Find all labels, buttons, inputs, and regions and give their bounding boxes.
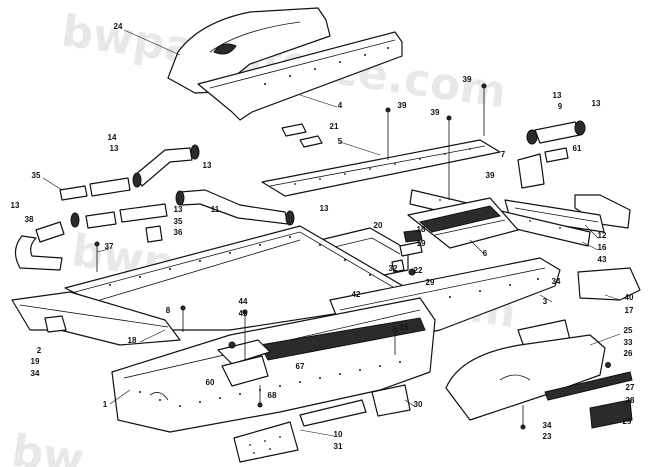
callout-40: 40 bbox=[625, 293, 634, 302]
callout-30: 30 bbox=[414, 400, 423, 409]
part-9-hose-right bbox=[526, 120, 586, 145]
callout-19: 19 bbox=[417, 239, 426, 248]
part-4-hood-rail bbox=[197, 31, 403, 121]
callout-24: 24 bbox=[114, 22, 123, 31]
part-11-hose bbox=[175, 189, 295, 226]
callout-22: 22 bbox=[414, 266, 423, 275]
callout-25: 25 bbox=[624, 326, 633, 335]
callout-42: 42 bbox=[352, 290, 361, 299]
part-14-hose bbox=[132, 144, 200, 188]
callout-28: 28 bbox=[626, 396, 635, 405]
callout-13: 13 bbox=[592, 99, 601, 108]
callout-3: 3 bbox=[543, 297, 548, 306]
callout-13: 13 bbox=[11, 201, 20, 210]
callout-39: 39 bbox=[431, 108, 440, 117]
callout-12: 12 bbox=[598, 231, 607, 240]
callout-29: 29 bbox=[426, 278, 435, 287]
callout-45: 45 bbox=[239, 309, 248, 318]
callout-18: 18 bbox=[128, 336, 137, 345]
callout-1: 1 bbox=[103, 400, 108, 409]
callout-39: 39 bbox=[398, 101, 407, 110]
callout-34: 34 bbox=[31, 369, 40, 378]
part-6-tray bbox=[407, 197, 519, 249]
callout-39: 39 bbox=[486, 171, 495, 180]
part-27-strip bbox=[544, 362, 633, 429]
callout-5: 5 bbox=[338, 137, 343, 146]
part-21-pads bbox=[281, 123, 323, 148]
part-7-bracket bbox=[517, 153, 545, 189]
callout-10: 10 bbox=[334, 430, 343, 439]
callout-16: 16 bbox=[598, 243, 607, 252]
callout-27: 27 bbox=[626, 383, 635, 392]
callout-44: 44 bbox=[239, 297, 248, 306]
callout-34: 34 bbox=[552, 277, 561, 286]
callout-13: 13 bbox=[553, 91, 562, 100]
callout-8: 8 bbox=[166, 306, 171, 315]
callout-13: 13 bbox=[174, 205, 183, 214]
callout-13: 13 bbox=[203, 161, 212, 170]
callout-36: 36 bbox=[174, 228, 183, 237]
callout-13: 13 bbox=[110, 144, 119, 153]
callout-17: 17 bbox=[625, 306, 634, 315]
watermark-bottom: bw bbox=[8, 425, 87, 467]
part-24-cowl-cover bbox=[167, 7, 331, 94]
bolts bbox=[94, 83, 526, 430]
callout-20: 20 bbox=[374, 221, 383, 230]
part-10-skid-plate bbox=[233, 399, 367, 463]
callout-7: 7 bbox=[501, 150, 506, 159]
part-35-tubes bbox=[59, 177, 168, 229]
callout-11: 11 bbox=[211, 205, 220, 214]
callout-6: 6 bbox=[483, 249, 488, 258]
part-5-hinge-plate bbox=[261, 139, 501, 197]
callout-31: 31 bbox=[334, 442, 343, 451]
callout-23: 23 bbox=[543, 432, 552, 441]
callout-61: 61 bbox=[573, 144, 582, 153]
part-30-lower-bracket bbox=[371, 384, 411, 417]
callout-18: 18 bbox=[417, 225, 426, 234]
callout-32: 32 bbox=[389, 264, 398, 273]
part-40-end-bracket bbox=[577, 267, 641, 301]
part-1-main-side bbox=[111, 297, 436, 433]
part-61-block bbox=[544, 147, 569, 163]
callout-19: 19 bbox=[31, 357, 40, 366]
part-38-hose bbox=[14, 221, 65, 271]
callout-39: 39 bbox=[463, 75, 472, 84]
callout-13: 13 bbox=[320, 204, 329, 213]
callout-21: 21 bbox=[330, 122, 339, 131]
callout-14: 14 bbox=[108, 133, 117, 142]
callout-29: 29 bbox=[623, 417, 632, 426]
callout-67: 67 bbox=[296, 362, 305, 371]
part-12-right-frame bbox=[504, 194, 631, 233]
callout-33: 33 bbox=[624, 338, 633, 347]
callout-26: 26 bbox=[624, 349, 633, 358]
part-2-left-rail bbox=[11, 291, 181, 346]
callout-4: 4 bbox=[338, 101, 343, 110]
callout-43: 43 bbox=[598, 255, 607, 264]
callout-34: 34 bbox=[543, 421, 552, 430]
part-25-rear-cover bbox=[445, 319, 606, 421]
leader-lines bbox=[42, 29, 621, 437]
callout-9: 9 bbox=[558, 102, 563, 111]
callout-2: 2 bbox=[37, 346, 42, 355]
callout-38: 38 bbox=[25, 215, 34, 224]
part-36-clamp bbox=[145, 225, 163, 243]
callout-15: 15 bbox=[400, 323, 409, 332]
callout-60: 60 bbox=[206, 378, 215, 387]
callout-37: 37 bbox=[105, 242, 114, 251]
callout-35: 35 bbox=[174, 217, 183, 226]
callout-35: 35 bbox=[32, 171, 41, 180]
callout-68: 68 bbox=[268, 391, 277, 400]
